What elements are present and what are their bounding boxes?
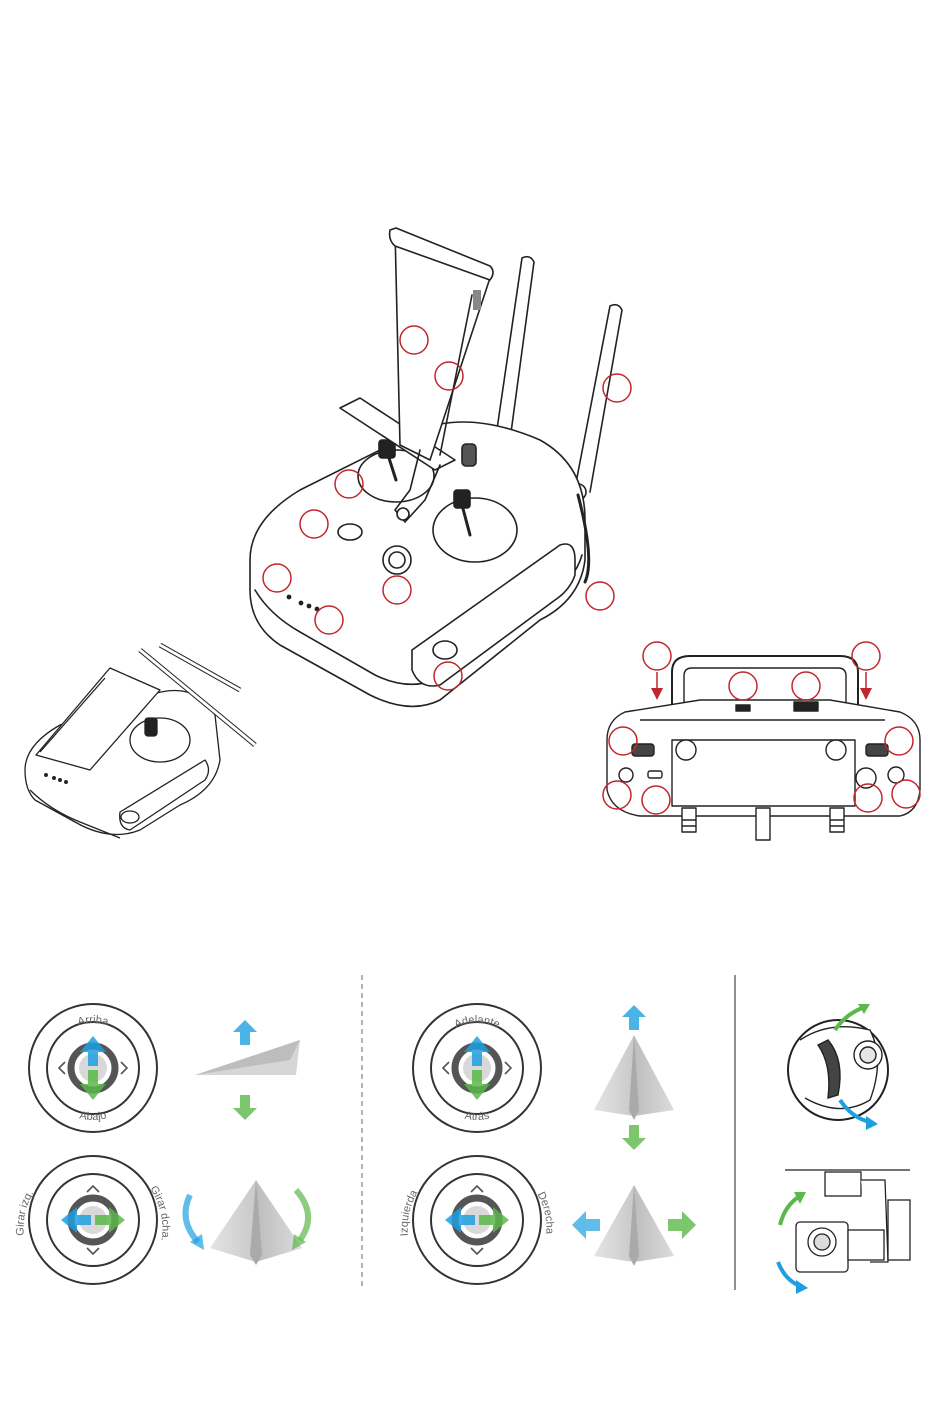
aircraft-rotate-illustration — [186, 1180, 309, 1265]
callout-marker — [792, 672, 820, 700]
label-down: Abajo — [78, 1109, 107, 1123]
label-backward: Atrás — [464, 1110, 491, 1124]
gimbal-camera-tilt-illustration — [778, 1170, 910, 1294]
callout-marker — [586, 582, 614, 610]
stick-diagram-yaw — [29, 1156, 157, 1284]
svg-text:Abajo: Abajo — [78, 1109, 107, 1123]
aircraft-ascend-descend-illustration — [195, 1020, 300, 1120]
aircraft-forward-backward-illustration — [594, 1005, 674, 1150]
remote-controller-folded-illustration — [25, 645, 255, 838]
svg-text:Atrás: Atrás — [464, 1110, 491, 1124]
remote-controller-back-view-illustration — [607, 656, 920, 840]
gimbal-dial-closeup-illustration — [788, 1004, 888, 1130]
aircraft-left-right-illustration — [572, 1185, 696, 1266]
stick-diagram-roll — [413, 1156, 541, 1284]
callout-marker — [852, 642, 880, 670]
callout-marker — [643, 642, 671, 670]
remote-controller-main-illustration — [250, 228, 622, 706]
callout-marker — [729, 672, 757, 700]
